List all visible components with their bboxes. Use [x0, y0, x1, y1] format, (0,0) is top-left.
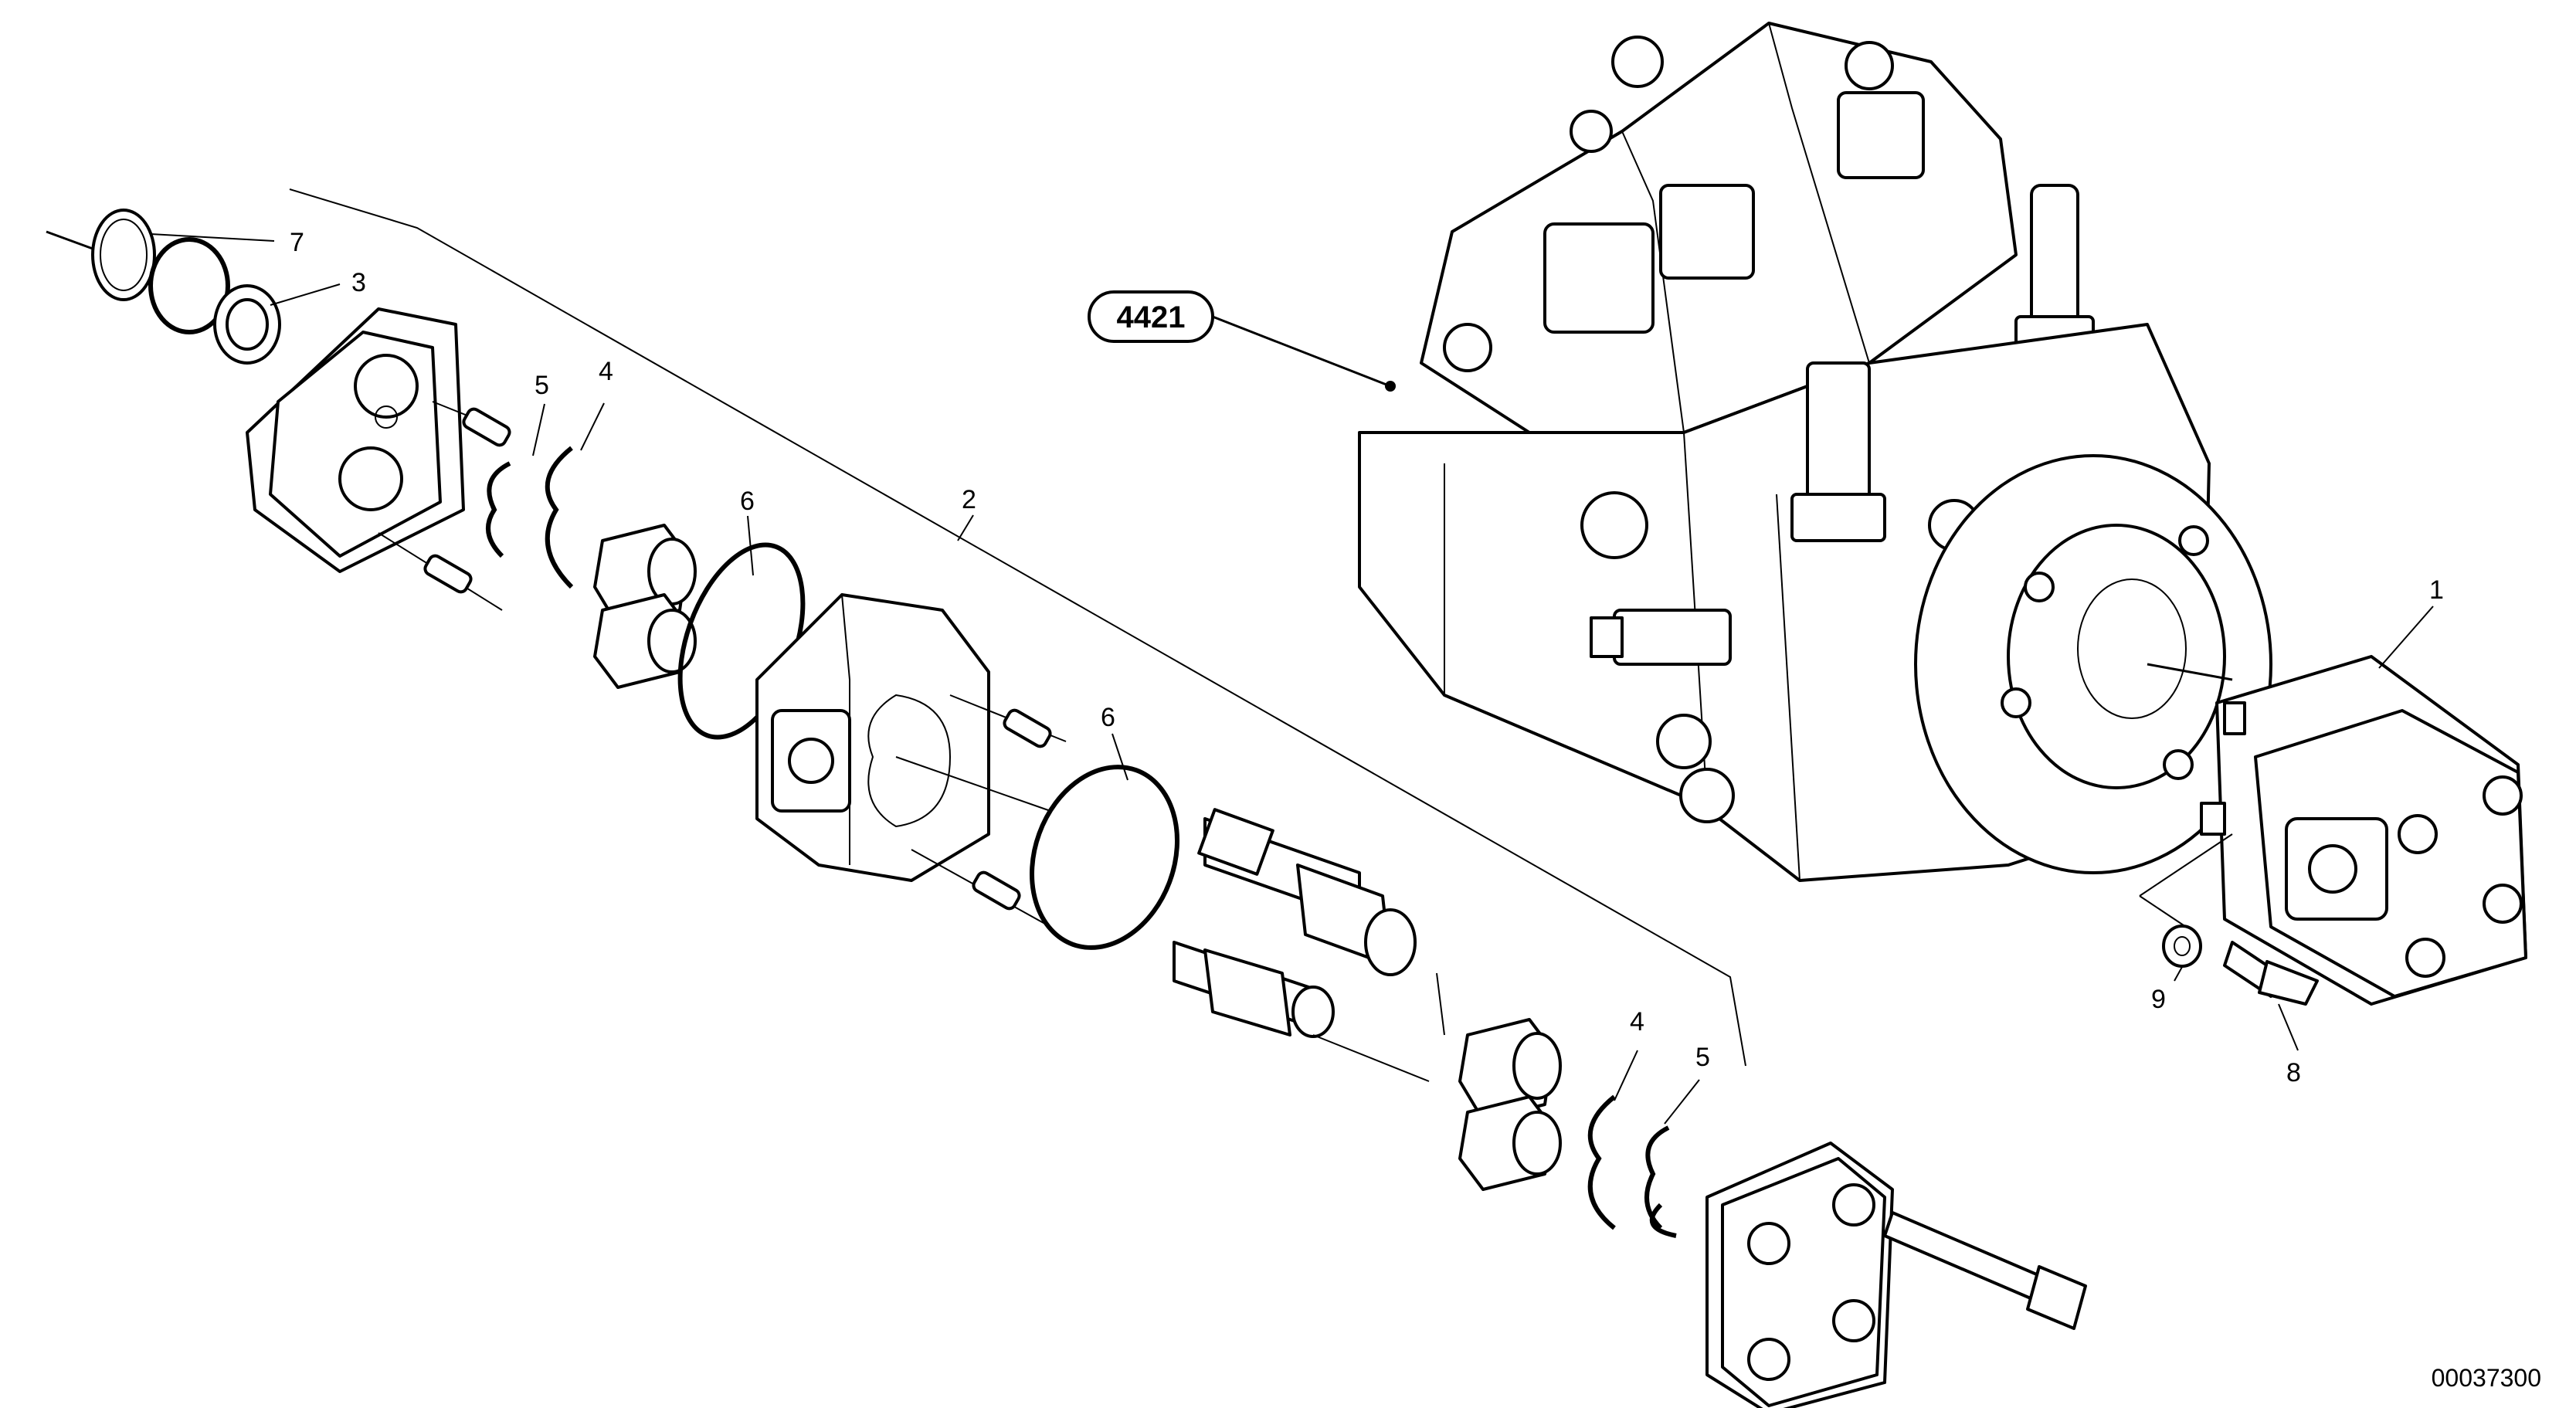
gear-pump-assembled — [2200, 655, 2527, 1006]
svg-text:1: 1 — [2429, 575, 2444, 605]
svg-text:9: 9 — [2151, 985, 2166, 1014]
callout-6-right: 6 — [1101, 703, 1128, 781]
svg-text:2: 2 — [962, 485, 976, 514]
callout-4-right: 4 — [1614, 1007, 1644, 1101]
callout-6-left: 6 — [740, 487, 755, 576]
svg-text:4: 4 — [1630, 1007, 1644, 1036]
main-pump-assembly — [1358, 22, 2272, 882]
svg-text:5: 5 — [535, 371, 549, 400]
svg-text:7: 7 — [290, 228, 304, 257]
svg-text:8: 8 — [2286, 1058, 2301, 1087]
callout-labels: 7 3 5 4 6 2 6 4 — [150, 228, 2444, 1125]
pump-centerline — [2147, 663, 2233, 681]
callout-4-left: 4 — [580, 357, 613, 451]
callout-8: 8 — [2278, 1003, 2301, 1087]
callout-9: 9 — [2151, 966, 2183, 1014]
svg-text:6: 6 — [1101, 703, 1115, 732]
callout-3: 3 — [270, 268, 366, 306]
callout-7: 7 — [150, 228, 304, 257]
svg-text:6: 6 — [740, 487, 755, 516]
callout-1: 1 — [2378, 575, 2444, 669]
reference-label: 4421 — [1117, 300, 1186, 334]
callout-5-right: 5 — [1664, 1043, 1710, 1125]
reference-tag: 4421 — [1088, 290, 1396, 392]
svg-text:3: 3 — [351, 268, 366, 297]
document-number: 00037300 — [2432, 1364, 2541, 1392]
driven-gear-shaft — [1173, 941, 1335, 1038]
svg-text:5: 5 — [1695, 1043, 1710, 1072]
callout-2: 2 — [957, 485, 976, 541]
washer-and-bolt — [2139, 833, 2319, 1006]
callout-5-left: 5 — [532, 371, 549, 456]
svg-text:4: 4 — [599, 357, 613, 386]
exploded-gear-pump — [46, 188, 2087, 1408]
drive-gear-shaft — [1197, 808, 1417, 976]
